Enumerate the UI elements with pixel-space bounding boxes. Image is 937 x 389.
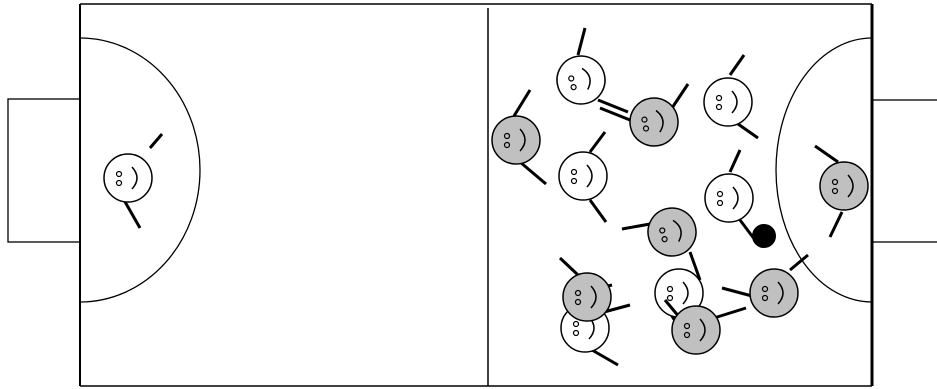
player-arm bbox=[588, 199, 608, 223]
smiley-player-icon bbox=[704, 173, 754, 223]
smiley-player-icon bbox=[103, 153, 153, 203]
player-white-6[interactable] bbox=[654, 268, 711, 333]
player-arm bbox=[721, 286, 753, 298]
player-white-4[interactable] bbox=[558, 131, 608, 223]
player-white-goalkeeper[interactable] bbox=[103, 133, 164, 229]
player-arm bbox=[558, 256, 580, 277]
left-goal bbox=[7, 98, 81, 243]
player-white-5[interactable] bbox=[704, 149, 757, 241]
player-arm bbox=[728, 54, 746, 76]
player-grey-8[interactable] bbox=[599, 83, 690, 150]
player-arm bbox=[588, 131, 607, 153]
smiley-player-icon bbox=[671, 305, 721, 355]
player-arm bbox=[670, 83, 690, 109]
player-grey-13[interactable] bbox=[721, 253, 809, 318]
smiley-player-icon bbox=[703, 77, 753, 127]
player-arm bbox=[814, 144, 839, 164]
player-arm bbox=[148, 133, 164, 149]
smiley-player-icon bbox=[558, 151, 608, 201]
player-grey-9[interactable] bbox=[491, 89, 547, 186]
player-white-2[interactable] bbox=[552, 27, 629, 114]
smiley-player-icon bbox=[629, 97, 679, 147]
smiley-player-icon bbox=[556, 55, 606, 105]
player-arm bbox=[603, 303, 631, 314]
smiley-player-icon bbox=[819, 161, 869, 211]
player-grey-goalkeeper[interactable] bbox=[814, 144, 869, 238]
smiley-player-icon bbox=[562, 272, 612, 322]
player-white-3[interactable] bbox=[703, 54, 759, 140]
player-arm bbox=[122, 199, 142, 229]
player-arm bbox=[737, 122, 759, 140]
smiley-player-icon bbox=[647, 207, 697, 257]
player-arm bbox=[597, 98, 629, 114]
player-arm bbox=[576, 27, 587, 56]
player-grey-12[interactable] bbox=[663, 299, 747, 355]
player-arm bbox=[728, 149, 742, 173]
player-grey-10[interactable] bbox=[621, 203, 702, 281]
player-arm bbox=[688, 251, 702, 281]
player-arm bbox=[713, 306, 747, 320]
players-layer bbox=[103, 27, 869, 367]
smiley-player-icon bbox=[749, 268, 799, 318]
player-arm bbox=[599, 106, 631, 122]
ball-icon[interactable] bbox=[752, 224, 776, 248]
player-grey-11[interactable] bbox=[558, 256, 613, 322]
right-penalty-arc bbox=[775, 37, 873, 303]
player-arm bbox=[512, 89, 532, 117]
smiley-player-icon bbox=[491, 115, 541, 165]
left-penalty-arc bbox=[79, 37, 201, 303]
player-arm bbox=[519, 160, 547, 186]
player-arm bbox=[621, 222, 651, 231]
player-arm bbox=[591, 348, 619, 367]
player-arm bbox=[789, 253, 809, 272]
right-goal bbox=[871, 99, 937, 243]
player-arm bbox=[828, 211, 844, 238]
